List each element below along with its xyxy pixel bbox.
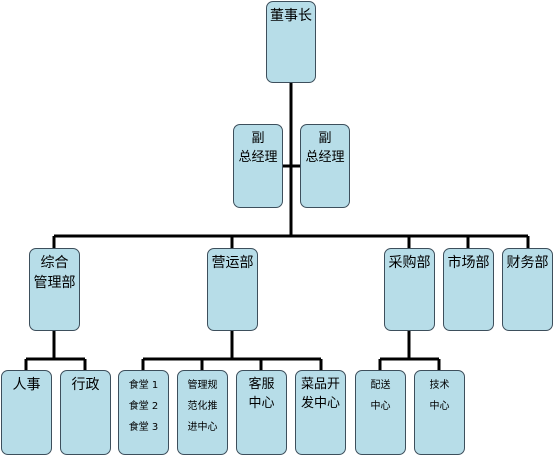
distribution-box: 配送 中心 <box>355 370 406 455</box>
standards-center-label-line1: 管理规 <box>187 380 218 391</box>
marketing-label: 市场部 <box>447 255 490 271</box>
customer-service-label-line2: 中心 <box>248 396 275 411</box>
canteen-1-label: 食堂 1 <box>128 380 159 391</box>
dish-dev-box: 菜品开 发中心 <box>295 370 346 455</box>
admin-box: 行政 <box>60 370 111 455</box>
purchasing-label: 采购部 <box>388 255 431 271</box>
operations-label: 营运部 <box>211 255 254 271</box>
operations-box: 营运部 <box>207 248 258 331</box>
general-affairs-label-line2: 管理部 <box>33 275 76 291</box>
dish-dev-label-line1: 菜品开 <box>300 377 340 392</box>
standards-center-box: 管理规 范化推 进中心 <box>177 370 228 455</box>
dish-dev-label-line2: 发中心 <box>300 396 340 411</box>
standards-center-label-line3: 进中心 <box>187 422 218 433</box>
vice-gm-1-box: 副 总经理 <box>233 124 283 208</box>
general-affairs-label-line1: 综合 <box>40 255 69 271</box>
tech-label-line1: 技术 <box>429 380 450 391</box>
customer-service-label-line1: 客服 <box>248 377 275 392</box>
distribution-label-line2: 中心 <box>370 401 391 412</box>
canteen-2-label: 食堂 2 <box>128 401 159 412</box>
vice-gm-2-box: 副 总经理 <box>300 124 350 208</box>
canteen-3-label: 食堂 3 <box>128 422 159 433</box>
vice-gm-2-label-line1: 副 <box>318 131 332 146</box>
marketing-box: 市场部 <box>443 248 494 331</box>
chairman-box: 董事长 <box>266 1 316 83</box>
chairman-label: 董事长 <box>270 8 312 24</box>
hr-box: 人事 <box>1 370 52 455</box>
standards-center-label-line2: 范化推 <box>187 401 218 412</box>
finance-label: 财务部 <box>506 255 549 271</box>
distribution-label-line1: 配送 <box>370 380 391 391</box>
finance-box: 财务部 <box>502 248 553 331</box>
vice-gm-1-label-line1: 副 <box>251 131 265 146</box>
customer-service-box: 客服 中心 <box>236 370 287 455</box>
tech-label-line2: 中心 <box>429 401 450 412</box>
canteens-box: 食堂 1 食堂 2 食堂 3 <box>118 370 169 455</box>
vice-gm-2-label-line2: 总经理 <box>305 150 345 165</box>
hr-label: 人事 <box>12 377 41 393</box>
vice-gm-1-label-line2: 总经理 <box>238 150 278 165</box>
purchasing-box: 采购部 <box>384 248 435 331</box>
general-affairs-box: 综合 管理部 <box>29 248 80 331</box>
tech-box: 技术 中心 <box>414 370 465 455</box>
admin-label: 行政 <box>71 377 100 393</box>
